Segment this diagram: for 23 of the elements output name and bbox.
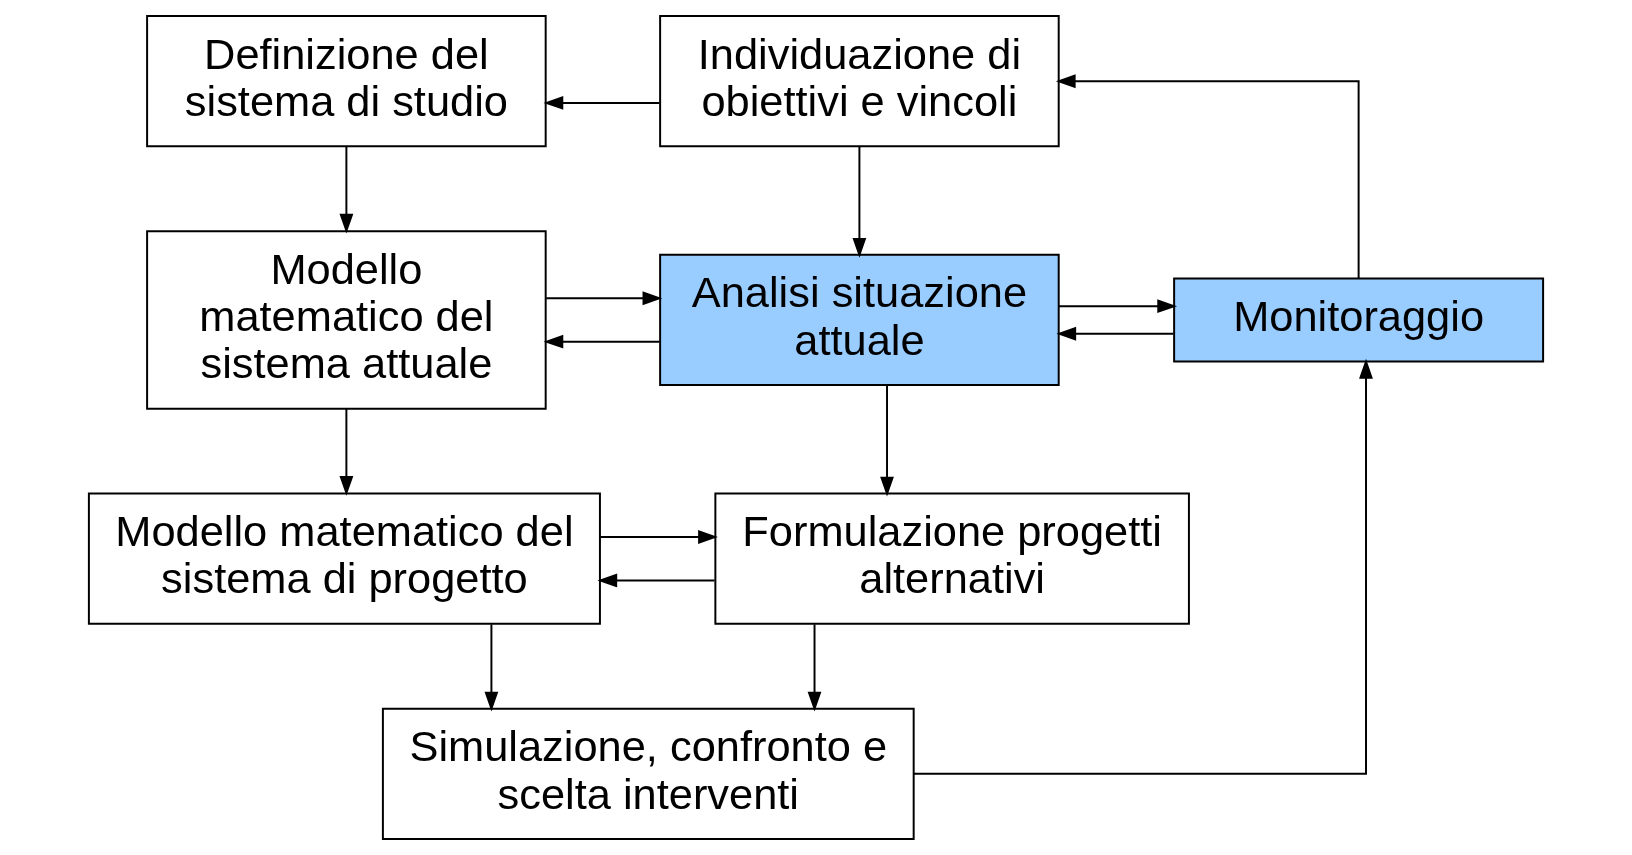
node-box: Modello matematico del sistema attuale [146,230,547,410]
arrow [597,573,716,588]
arrow [545,291,663,306]
node-box: Formulazione progetti alternativi [714,492,1190,625]
arrow [543,334,661,349]
node-box: Analisi situazione attuale [659,253,1060,387]
arrow [484,623,499,712]
arrow [339,407,354,496]
arrow [1057,299,1178,314]
node-box: Modello matematico del sistema di progetto [87,492,601,625]
node-box: Definizione del sistema di studio [146,15,547,148]
arrow [852,145,867,258]
arrow [1056,326,1175,341]
arrow [339,145,354,234]
arrow [599,530,718,544]
arrow [543,96,661,110]
node-box: Monitoraggio [1173,277,1545,363]
arrow [913,358,1373,775]
node-box: Individuazione di obiettivi e vincoli [659,15,1060,148]
arrow [880,384,894,497]
arrow [807,623,822,712]
arrow [1055,74,1360,280]
node-box: Simulazione, confronto e scelta interventi [381,707,915,840]
